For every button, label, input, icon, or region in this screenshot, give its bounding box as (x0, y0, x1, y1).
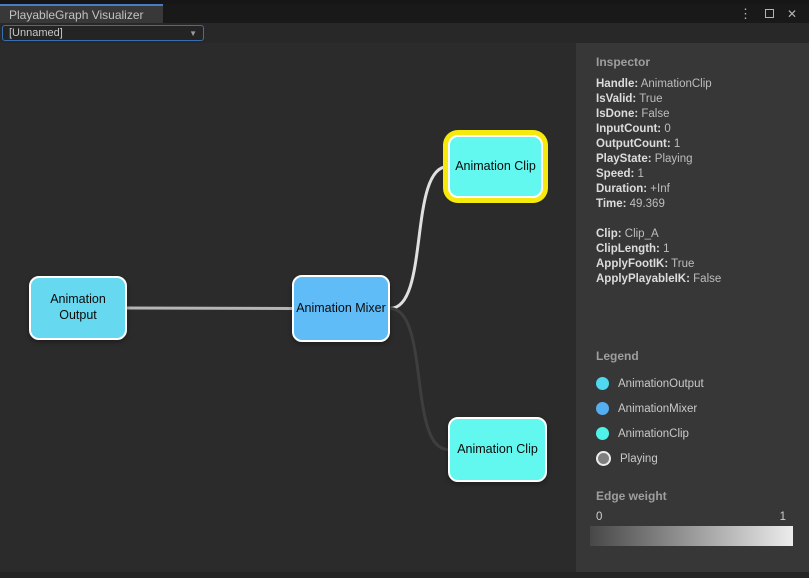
inspector-field-playstate: PlayState: Playing (596, 152, 799, 167)
inspector-field-applyfootik: ApplyFootIK: True (596, 257, 799, 272)
legend-label: Playing (620, 452, 658, 465)
field-label: InputCount: (596, 123, 662, 135)
edge-weight-max: 1 (779, 511, 786, 523)
field-value: 1 (670, 138, 681, 150)
legend-dot-icon (596, 427, 609, 440)
field-value: 49.369 (626, 198, 665, 210)
graph-selector-dropdown[interactable]: [Unnamed] ▼ (2, 25, 204, 41)
field-label: Handle: (596, 78, 639, 90)
field-label: PlayState: (596, 153, 652, 165)
field-label: ClipLength: (596, 243, 660, 255)
window-controls: ⋮ ✕ (739, 4, 809, 23)
node-label: Animation Output (50, 292, 106, 322)
graph-edge-output-mixer (125, 306, 294, 310)
graph-node-clip_a[interactable]: Animation Clip (448, 135, 543, 198)
field-label: Clip: (596, 228, 622, 240)
dropdown-arrow-icon: ▼ (189, 28, 197, 38)
graph-node-output[interactable]: Animation Output (29, 276, 127, 340)
edge-weight-scale: 0 1 (590, 511, 793, 523)
legend-dot-icon (596, 377, 609, 390)
field-value: False (638, 108, 670, 120)
field-value: +Inf (647, 183, 670, 195)
field-label: ApplyFootIK: (596, 258, 669, 270)
inspector-field-isdone: IsDone: False (596, 107, 799, 122)
field-label: ApplyPlayableIK: (596, 273, 690, 285)
inspector-field-inputcount: InputCount: 0 (596, 122, 799, 137)
legend-item-playing: Playing (596, 446, 799, 471)
inspector-title: Inspector (596, 55, 651, 69)
field-value: 1 (659, 243, 670, 255)
inspector-field-speed: Speed: 1 (596, 167, 799, 182)
legend-item-animationoutput: AnimationOutput (596, 371, 799, 396)
node-label: Animation Mixer (296, 300, 386, 315)
legend-label: AnimationOutput (618, 377, 704, 390)
inspector-field-outputcount: OutputCount: 1 (596, 137, 799, 152)
graph-edge-mixer-clip_a (388, 165, 450, 310)
field-value: AnimationClip (638, 78, 712, 90)
legend-dot-icon (596, 451, 611, 466)
field-label: IsDone: (596, 108, 639, 120)
field-value: True (636, 93, 663, 105)
field-value: 1 (634, 168, 644, 180)
tab-bar: PlayableGraph Visualizer ⋮ ✕ (0, 4, 809, 23)
edge-weight-title: Edge weight (596, 489, 667, 503)
edge-weight-section: Edge weight 0 1 (590, 489, 799, 546)
tab-title: PlayableGraph Visualizer (9, 7, 144, 22)
edge-weight-min: 0 (596, 511, 603, 523)
field-label: Time: (596, 198, 627, 210)
inspector-field-isvalid: IsValid: True (596, 92, 799, 107)
node-label: Animation Clip (457, 441, 538, 456)
inspector-field-applyplayableik: ApplyPlayableIK: False (596, 272, 799, 287)
field-label: OutputCount: (596, 138, 671, 150)
maximize-icon[interactable] (764, 9, 774, 18)
legend-label: AnimationMixer (618, 402, 698, 415)
legend-dot-icon (596, 402, 609, 415)
edge-weight-gradient-bar (590, 526, 793, 546)
toolbar: [Unnamed] ▼ (0, 23, 809, 43)
field-label: Speed: (596, 168, 635, 180)
legend-item-animationclip: AnimationClip (596, 421, 799, 446)
inspector-field-clip: Clip: Clip_A (596, 227, 799, 242)
field-value: 0 (661, 123, 671, 135)
field-value: Clip_A (621, 228, 659, 240)
graph-edges (125, 165, 450, 451)
window-menu-icon[interactable]: ⋮ (738, 6, 752, 21)
field-label: IsValid: (596, 93, 637, 105)
graph-node-mixer[interactable]: Animation Mixer (292, 275, 390, 342)
inspector-field-duration: Duration: +Inf (596, 182, 799, 197)
field-label: Duration: (596, 183, 648, 195)
window-top-edge (0, 0, 809, 4)
field-value: True (668, 258, 695, 270)
legend-label: AnimationClip (618, 427, 689, 440)
window-bottom-edge (0, 572, 809, 578)
inspector-field-cliplength: ClipLength: 1 (596, 242, 799, 257)
field-value: False (689, 273, 722, 285)
graph-selector-value: [Unnamed] (9, 27, 63, 39)
field-value: Playing (651, 153, 693, 165)
inspector-field-time: Time: 49.369 (596, 197, 799, 212)
graph-node-clip_b[interactable]: Animation Clip (448, 417, 547, 482)
legend-title: Legend (596, 349, 639, 363)
legend-item-animationmixer: AnimationMixer (596, 396, 799, 421)
inspector-field-handle: Handle: AnimationClip (596, 77, 799, 92)
close-icon[interactable]: ✕ (786, 6, 797, 21)
tab-playablegraph-visualizer[interactable]: PlayableGraph Visualizer (0, 4, 163, 23)
graph-edge-mixer-clip_b (388, 307, 450, 451)
node-label: Animation Clip (455, 158, 536, 173)
